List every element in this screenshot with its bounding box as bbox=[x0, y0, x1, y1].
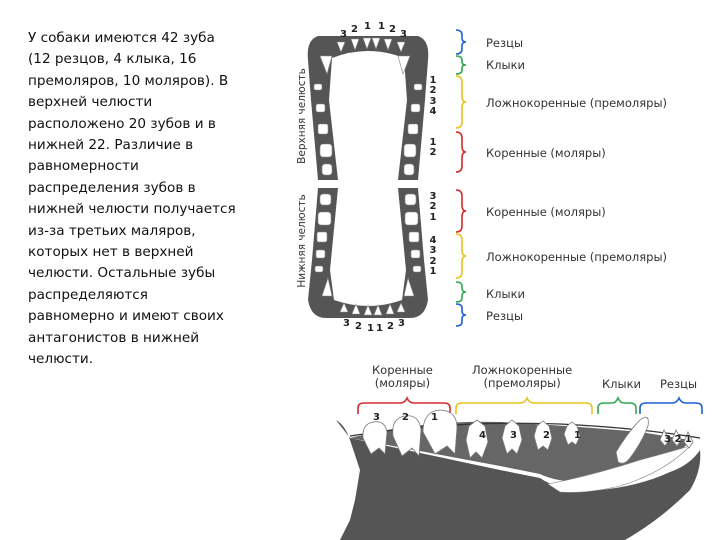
tooth-number: 1 bbox=[378, 21, 385, 32]
tooth-number: 3 bbox=[400, 29, 407, 40]
label-lower-premolars: Ложнокоренные (премоляры) bbox=[486, 250, 668, 264]
upper-molar-numbers: 1 2 bbox=[429, 137, 437, 159]
label-upper-incisors: Резцы bbox=[486, 36, 524, 50]
label-upper-canines: Клыки bbox=[486, 58, 526, 72]
upper-premolar-numbers: 1 2 3 4 bbox=[429, 75, 437, 118]
tooth-number: 3 bbox=[398, 318, 405, 329]
label-lower-canines: Клыки bbox=[486, 287, 526, 301]
side-label-premolars: Ложнокоренные (премоляры) bbox=[472, 363, 573, 390]
tooth-number: 2 bbox=[543, 430, 550, 441]
upper-jaw bbox=[307, 36, 429, 180]
label-upper-molars: Коренные (моляры) bbox=[486, 146, 606, 160]
lower-molar-numbers: 3 2 1 bbox=[429, 191, 437, 223]
tooth-number: 3 bbox=[373, 412, 380, 423]
intro-paragraph: У собаки имеются 42 зуба (12 резцов, 4 к… bbox=[28, 30, 236, 368]
side-label-molars: Коренные (моляры) bbox=[372, 363, 433, 390]
tooth-number: 3 bbox=[510, 430, 517, 441]
lower-jaw-side-view bbox=[336, 409, 701, 540]
tooth-number: 2 bbox=[355, 321, 362, 332]
bottom-braces bbox=[357, 395, 703, 414]
tooth-number: 2 bbox=[389, 24, 396, 35]
tooth-number: 1 bbox=[376, 323, 383, 334]
lower-premolar-numbers: 4 3 2 1 bbox=[429, 235, 437, 278]
label-lower-molars: Коренные (моляры) bbox=[486, 205, 606, 219]
tooth-number: 1 bbox=[367, 323, 374, 334]
tooth-number: 1 bbox=[431, 412, 438, 423]
label-upper-premolars: Ложнокоренные (премоляры) bbox=[486, 96, 668, 110]
label-lower-incisors: Резцы bbox=[486, 309, 524, 323]
tooth-number: 4 bbox=[479, 430, 486, 441]
side-label-incisors: Резцы bbox=[660, 377, 698, 391]
upper-braces bbox=[455, 29, 467, 173]
tooth-number: 2 bbox=[402, 412, 409, 423]
tooth-number: 1 bbox=[364, 21, 371, 32]
lower-jaw bbox=[308, 188, 428, 318]
tooth-number: 2 bbox=[387, 321, 394, 332]
tooth-number: 2 bbox=[351, 24, 358, 35]
tooth-number: 1 bbox=[574, 430, 581, 441]
tooth-number: 3 bbox=[343, 318, 350, 329]
lower-braces bbox=[455, 189, 467, 327]
tooth-number: 3 bbox=[340, 29, 347, 40]
incisor-numbers-side: 3 2 1 bbox=[664, 434, 692, 445]
upper-jaw-label: Верхняя челюсть bbox=[296, 68, 308, 164]
side-label-canines: Клыки bbox=[602, 377, 642, 391]
lower-jaw-label: Нижняя челюсть bbox=[296, 194, 308, 288]
